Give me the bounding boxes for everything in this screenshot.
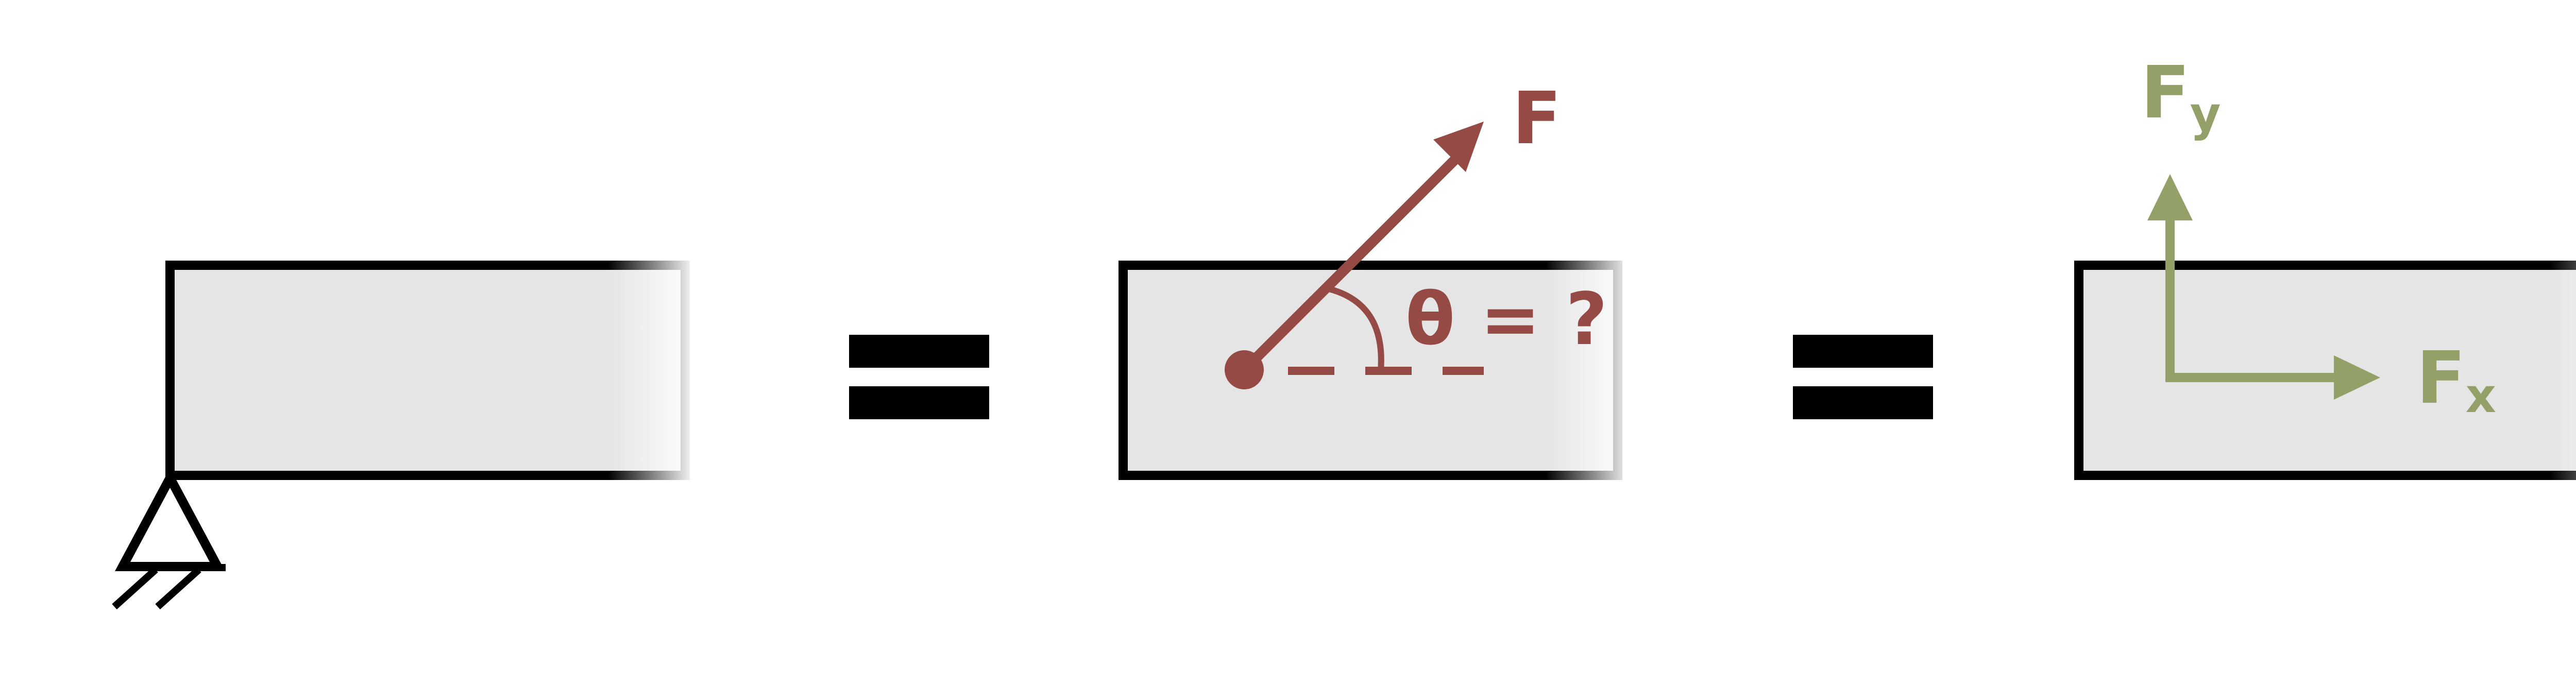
- force-arrow-shaft: [1240, 152, 1462, 374]
- fx-label: Fx: [2416, 336, 2496, 423]
- right-panel: Fy Fx: [2074, 51, 2576, 489]
- force-label: F: [1512, 77, 1562, 161]
- fx-arrowhead: [2334, 355, 2380, 400]
- pin-support-icon: [112, 468, 226, 610]
- force-arrowhead: [1433, 122, 1484, 172]
- beam-middle-fade: [1546, 252, 1633, 489]
- equals-icon: [849, 335, 989, 419]
- fy-arrowhead: [2147, 174, 2193, 220]
- angle-arc: [1326, 285, 1384, 371]
- beam-right-fade: [2550, 252, 2576, 489]
- beam-right: [2074, 261, 2576, 480]
- beam-left-fade: [608, 252, 696, 489]
- angle-label: θ = ?: [1405, 278, 1607, 362]
- beam-left: [165, 261, 690, 480]
- left-panel: [112, 252, 696, 610]
- fy-label: Fy: [2141, 51, 2221, 142]
- force-application-point: [1225, 350, 1264, 389]
- equals-icon: [1793, 335, 1933, 419]
- middle-panel: F θ = ?: [1118, 77, 1633, 489]
